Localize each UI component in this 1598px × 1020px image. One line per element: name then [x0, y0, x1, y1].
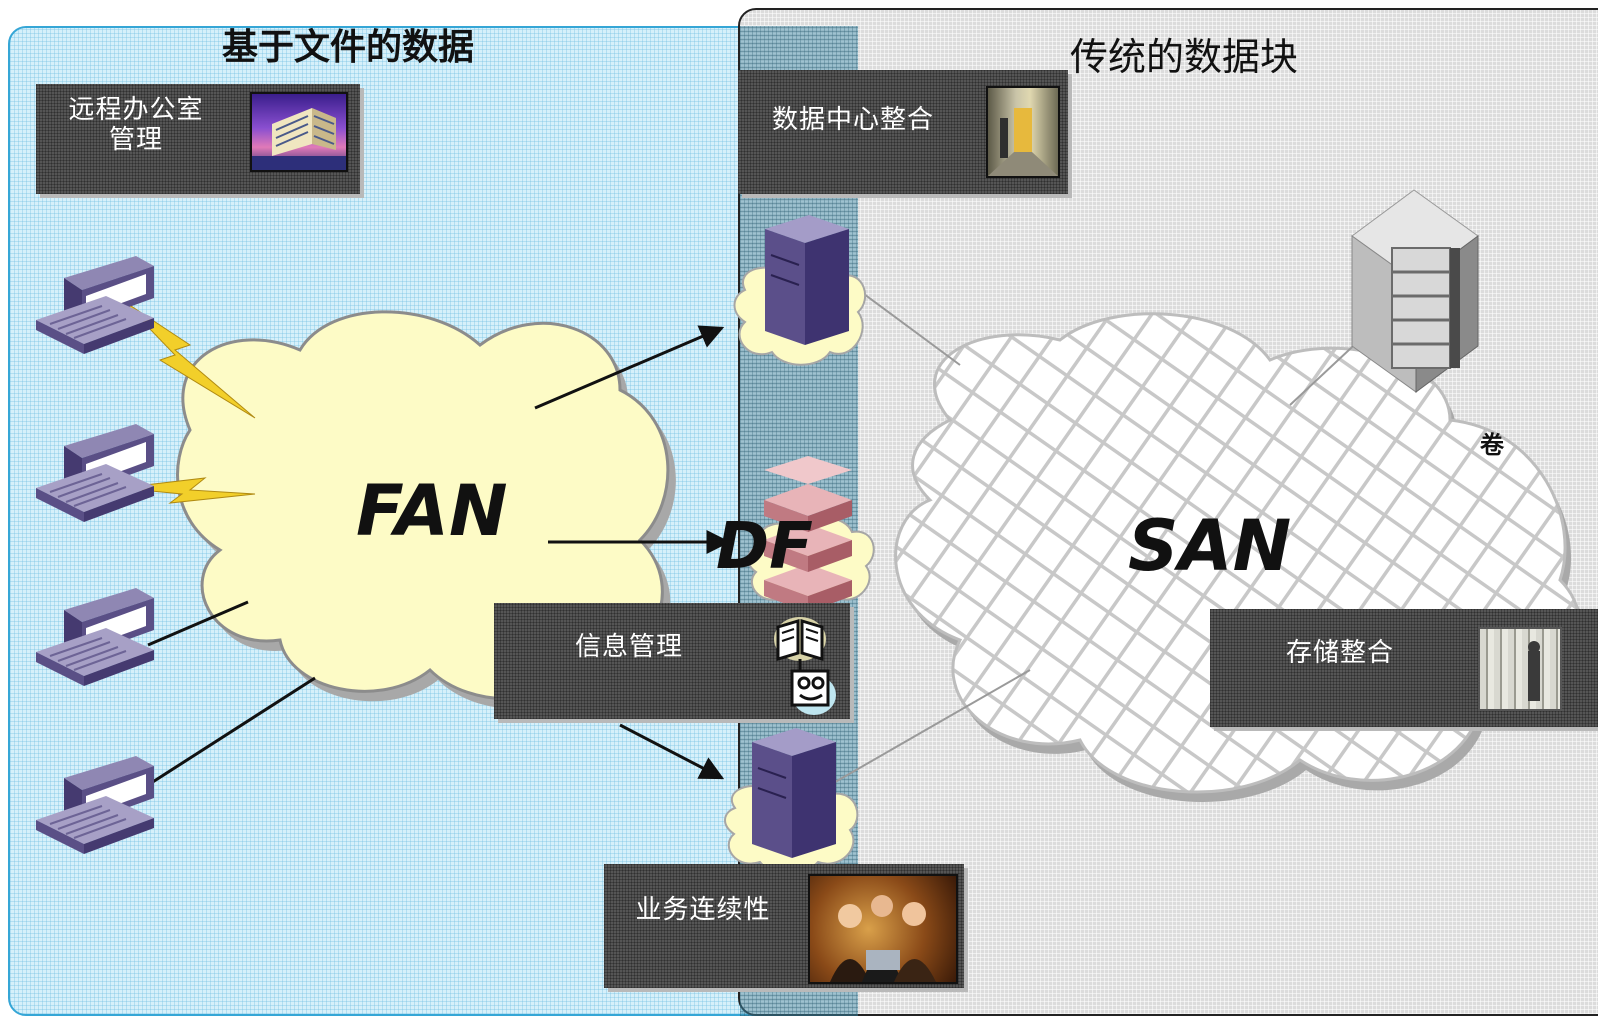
- corridor-image: [986, 86, 1060, 178]
- flow-arrows: [534, 325, 731, 780]
- info-management-box: 信息管理: [494, 603, 850, 719]
- remote-office-box: 远程办公室 管理: [36, 84, 360, 194]
- fan-label: FAN: [356, 470, 508, 552]
- server-tower-icon: [764, 214, 850, 346]
- remote-office-line2: 管理: [108, 125, 163, 155]
- info-management-label: 信息管理: [574, 632, 683, 662]
- network-device-icon: [764, 456, 852, 612]
- business-continuity-label: 业务连续性: [635, 895, 771, 925]
- left-panel-title: 基于文件的数据: [222, 27, 475, 68]
- computer-icon: [35, 255, 155, 355]
- remote-office-line1: 远程办公室: [68, 95, 204, 125]
- right-panel-title: 传统的数据块: [1070, 35, 1299, 79]
- computer-icon: [35, 755, 155, 855]
- computer-icon: [35, 587, 155, 687]
- computer-icon: [35, 423, 155, 523]
- middle-label: DF: [716, 510, 813, 584]
- office-building-image: [250, 92, 348, 172]
- team-photo-image: [808, 874, 958, 984]
- client-links: [119, 299, 316, 787]
- storage-room-image: [1478, 627, 1562, 711]
- disk-storage-icon: [1351, 189, 1479, 393]
- storage-box: 存储整合: [1210, 609, 1598, 727]
- business-continuity-box: 业务连续性: [604, 864, 964, 988]
- storage-label: 存储整合: [1285, 638, 1394, 668]
- data-center-box: 数据中心整合: [738, 70, 1068, 194]
- server-tower-icon: [751, 727, 837, 859]
- volume-label: 卷: [1480, 431, 1504, 459]
- san-label: SAN: [1128, 505, 1292, 587]
- data-center-label: 数据中心整合: [771, 105, 934, 135]
- robot-face-icon: [790, 669, 830, 707]
